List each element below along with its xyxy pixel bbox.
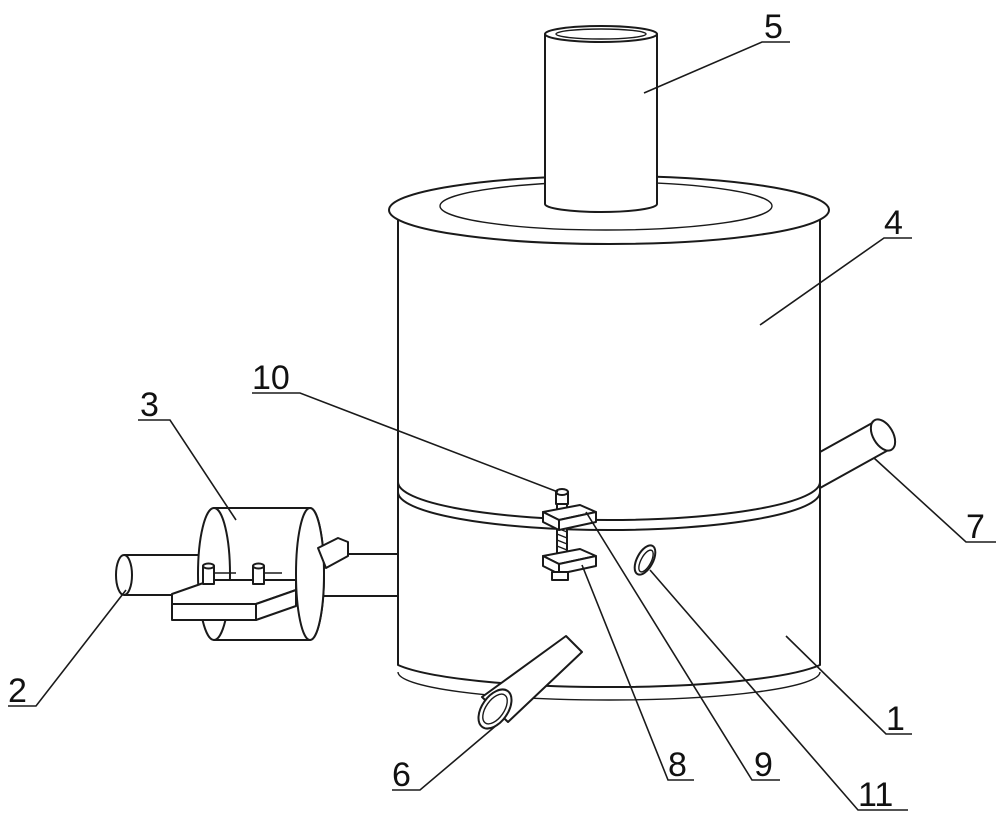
pipe-7	[819, 418, 897, 489]
pipe-5	[544, 25, 658, 213]
hole-11	[633, 544, 657, 576]
valve-3	[171, 507, 349, 641]
label-1: 1	[886, 700, 905, 738]
clamp-assembly	[542, 488, 597, 581]
label-8: 8	[668, 746, 687, 784]
label-2: 2	[8, 672, 27, 710]
pipe-6	[477, 635, 583, 730]
label-9: 9	[754, 746, 773, 784]
label-11: 11	[858, 776, 893, 814]
label-10: 10	[252, 359, 290, 397]
label-7: 7	[966, 508, 985, 546]
part-labels: 5 4 10 3 7 2 1 6 8 9 11	[8, 8, 985, 814]
leader-lines	[8, 41, 996, 811]
label-6: 6	[392, 756, 411, 794]
label-4: 4	[884, 204, 903, 242]
tank-body	[388, 175, 830, 701]
label-5: 5	[764, 8, 783, 46]
label-3: 3	[140, 386, 159, 424]
